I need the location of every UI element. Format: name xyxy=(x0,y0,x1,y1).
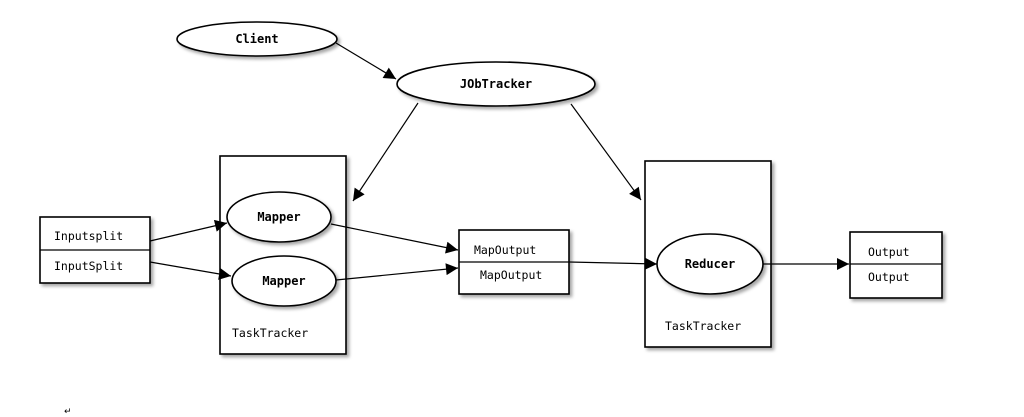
inputsplit-field-2: InputSplit xyxy=(54,259,123,273)
output-field-2: Output xyxy=(868,270,910,284)
reducer-node: Reducer xyxy=(656,233,764,295)
output-record: Output Output xyxy=(849,231,943,299)
mapper-top-label: Mapper xyxy=(257,210,300,224)
output-field-1: Output xyxy=(868,245,910,259)
edge-mapoutput-reducer xyxy=(568,257,658,270)
mapper-top-node: Mapper xyxy=(226,191,332,243)
reducer-label: Reducer xyxy=(685,257,736,271)
mapper-bottom-label: Mapper xyxy=(262,274,305,288)
mapoutput-record: MapOutput MapOutput xyxy=(458,229,570,295)
mapoutput-field-1: MapOutput xyxy=(474,243,536,257)
edges xyxy=(149,42,849,281)
edge-client-jobtracker xyxy=(335,42,397,80)
inputsplit-record: Inputsplit InputSplit xyxy=(39,216,151,284)
inputsplit-field-1: Inputsplit xyxy=(54,229,123,243)
edge-mapper-bottom-mapoutput xyxy=(335,263,459,281)
edge-jobtracker-reducer xyxy=(570,103,642,201)
client-node: Client xyxy=(176,21,338,57)
edge-inputsplit-mapper-bottom xyxy=(149,261,232,280)
edge-mapper-top-mapoutput xyxy=(330,223,459,254)
edge-inputsplit-mapper-top xyxy=(149,219,228,242)
client-label: Client xyxy=(235,32,278,46)
edge-jobtracker-mapper xyxy=(352,102,419,202)
reduce-tasktracker-label: TaskTracker xyxy=(665,319,741,333)
mapoutput-field-2: MapOutput xyxy=(480,268,542,282)
paragraph-mark: ↵ xyxy=(64,407,72,417)
mapper-bottom-node: Mapper xyxy=(231,255,337,307)
jobtracker-node: JObTracker xyxy=(396,61,596,107)
map-tasktracker-box: TaskTracker xyxy=(219,155,347,355)
map-tasktracker-label: TaskTracker xyxy=(232,326,308,340)
jobtracker-label: JObTracker xyxy=(460,77,532,91)
